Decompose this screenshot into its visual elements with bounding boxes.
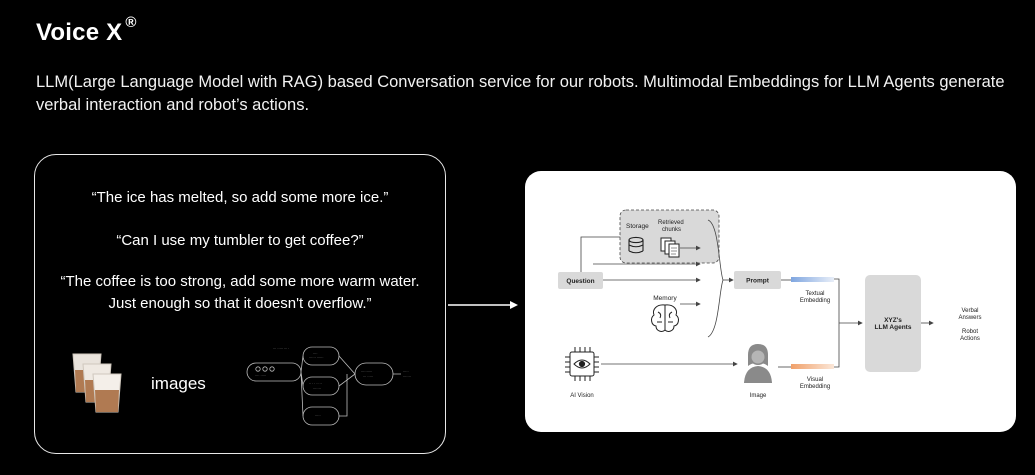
storage-box: Storage Retrieved chunks xyxy=(619,209,720,264)
llm-agents-box: XYZ's LLM Agents xyxy=(865,275,921,372)
textual-label-1: Textual xyxy=(805,291,824,297)
quote-tumbler: “Can I use my tumbler to get coffee?” xyxy=(116,232,364,249)
documents-icon xyxy=(660,237,680,258)
database-icon xyxy=(628,236,644,254)
svg-text:··· ·····: ··· ····· xyxy=(363,375,373,379)
question-label: Question xyxy=(566,278,594,285)
verbal-label-1: Verbal xyxy=(961,308,978,314)
actions-label-1: Robot xyxy=(962,329,978,335)
svg-text:···· ·····: ···· ····· xyxy=(255,374,266,378)
textual-embedding-bar xyxy=(791,277,834,282)
quote-coffee-line1: “The coffee is too strong, add some more… xyxy=(60,273,420,290)
visual-label-1: Visual xyxy=(807,377,823,383)
prompt-label: Prompt xyxy=(746,278,770,285)
prompt-box: Prompt xyxy=(734,271,781,289)
svg-text:·······: ······· xyxy=(403,375,411,379)
svg-text:·······: ······· xyxy=(313,387,321,391)
title-text: Voice X xyxy=(36,19,123,46)
visual-embedding-bar xyxy=(791,364,834,369)
brain-icon xyxy=(651,304,679,332)
retrieved-label-1: Retrieved xyxy=(658,220,684,226)
svg-text:·····: ····· xyxy=(315,414,321,418)
verbal-label-2: Answers xyxy=(958,315,981,321)
flow-arrow xyxy=(448,301,518,309)
svg-text:·····: ····· xyxy=(403,370,409,374)
retrieved-label-2: chunks xyxy=(662,227,681,233)
registered-mark: ® xyxy=(125,14,137,31)
architecture-diagram-panel: Storage Retrieved chunks xyxy=(525,171,1016,432)
storage-label: Storage xyxy=(626,223,649,230)
page-title: Voice X® xyxy=(36,14,137,47)
textual-label-2: Embedding xyxy=(800,298,830,304)
memory-label: Memory xyxy=(653,295,677,302)
cups-icon xyxy=(72,353,122,413)
agents-label-1: XYZ's xyxy=(884,317,902,324)
quote-ice: “The ice has melted, so add some more ic… xyxy=(91,189,389,206)
page-description: LLM(Large Language Model with RAG) based… xyxy=(36,73,1005,114)
svg-text:·· · · ·· ··: ·· · · ·· ·· xyxy=(309,382,322,386)
svg-text:··· ····· ··· ·: ··· ····· ··· · xyxy=(273,347,289,351)
agents-label-2: LLM Agents xyxy=(875,324,912,331)
svg-text:······ ······: ······ ······ xyxy=(309,356,324,360)
visual-label-2: Embedding xyxy=(800,384,830,390)
input-examples-panel: “The ice has melted, so add some more ic… xyxy=(34,154,446,454)
person-image-icon xyxy=(739,344,777,383)
svg-text:··········: ·········· xyxy=(361,370,372,374)
ai-vision-label: AI Vision xyxy=(570,393,594,399)
image-label: Image xyxy=(750,393,767,399)
quote-coffee-line2: Just enough so that it doesn't overflow.… xyxy=(108,295,372,312)
ai-vision-icon xyxy=(565,347,599,381)
architecture-diagram: Storage Retrieved chunks xyxy=(558,209,982,399)
images-label: images xyxy=(151,374,206,393)
svg-text:····: ···· xyxy=(313,352,318,356)
question-box: Question xyxy=(558,272,603,289)
actions-label-2: Actions xyxy=(960,336,980,342)
flow-thumbnail: ··· ····· ··· · ···· ····· ···· ······ ·… xyxy=(246,346,411,426)
